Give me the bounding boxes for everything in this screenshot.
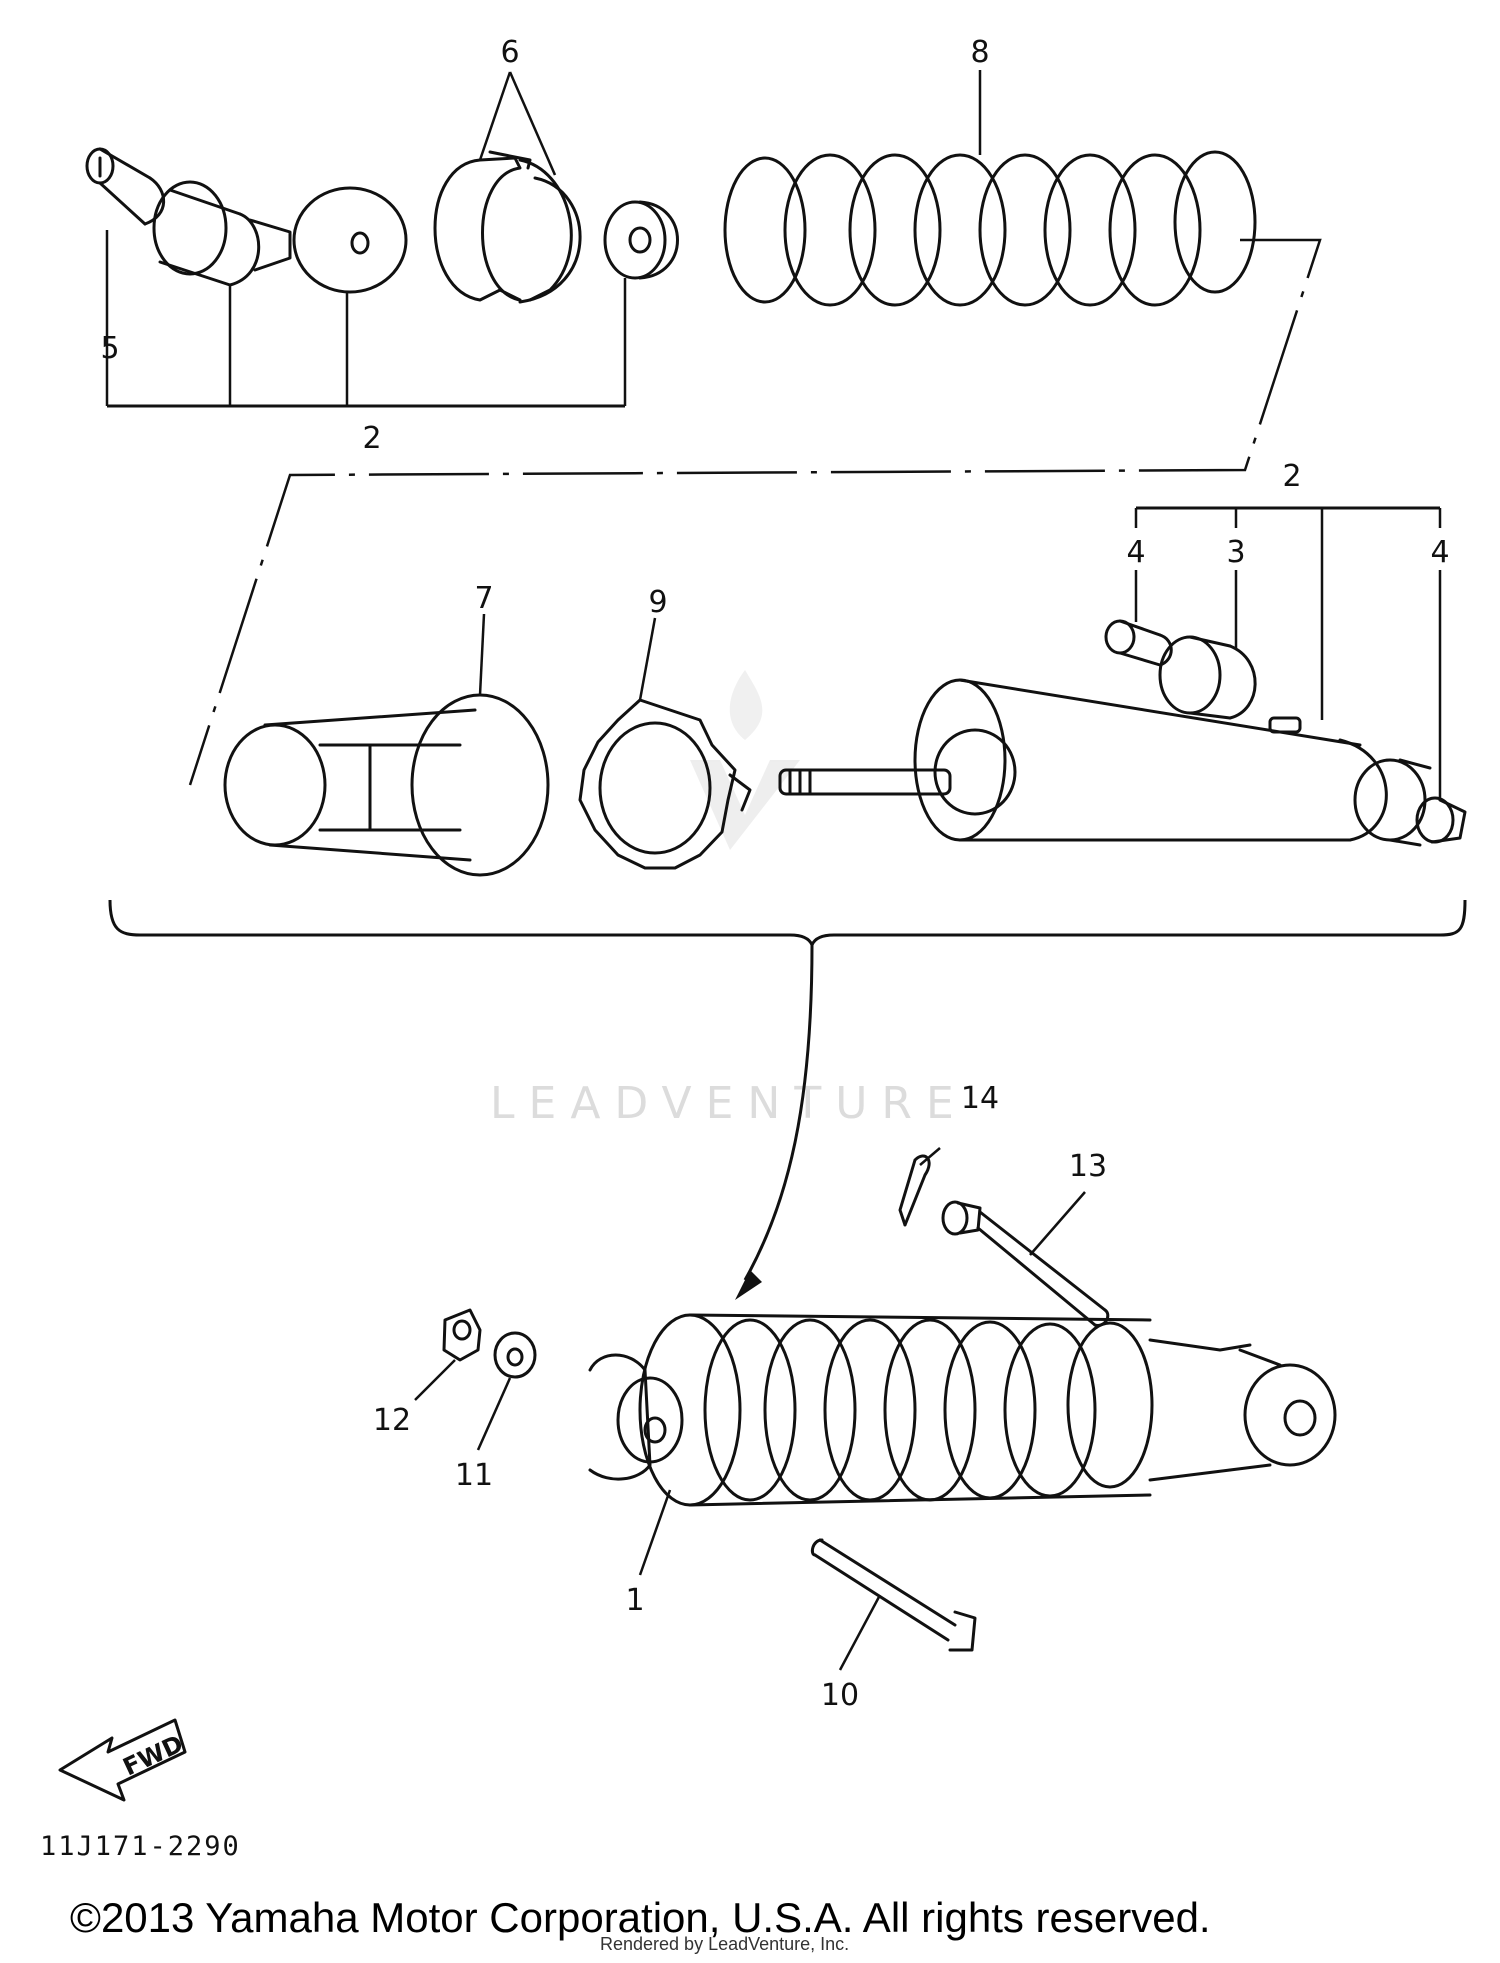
callout-10: 10 bbox=[821, 1678, 859, 1713]
leadventure-logo-icon bbox=[690, 670, 800, 850]
fwd-label: FWD bbox=[119, 1730, 188, 1782]
part-10-bolt bbox=[810, 1538, 977, 1652]
callout-14: 14 bbox=[961, 1081, 999, 1116]
diagram-code: 11J171-2290 bbox=[40, 1831, 241, 1862]
assembly-arrow bbox=[743, 944, 814, 1281]
callout-5: 5 bbox=[100, 331, 119, 366]
part-2-lower-eye bbox=[1353, 758, 1467, 847]
leaders-top bbox=[105, 70, 982, 408]
arrow-head-icon bbox=[735, 1270, 762, 1300]
part-11-washer bbox=[493, 1331, 537, 1379]
part-13-pin bbox=[941, 1200, 1110, 1327]
callout-13: 13 bbox=[1069, 1149, 1107, 1184]
part-5-collar bbox=[85, 147, 166, 226]
callout-8: 8 bbox=[970, 35, 989, 70]
part-8-coil-spring bbox=[723, 150, 1257, 307]
part-12-nut bbox=[442, 1308, 482, 1362]
callout-6: 6 bbox=[500, 35, 519, 70]
assembly-brace bbox=[108, 899, 1467, 950]
callout-3: 3 bbox=[1226, 535, 1245, 570]
callout-12: 12 bbox=[373, 1403, 411, 1438]
part-1-shock-absorber bbox=[588, 1313, 1337, 1507]
watermark-text: LEADVENTURE bbox=[490, 1078, 968, 1129]
callout-7: 7 bbox=[474, 581, 493, 616]
part-2-washer bbox=[292, 186, 408, 294]
part-7-adjuster bbox=[223, 693, 550, 877]
part-4-collar bbox=[1104, 619, 1173, 667]
part-14-cotter-pin bbox=[898, 1154, 931, 1227]
leaders-bottom bbox=[414, 1147, 1086, 1671]
callout-4-left: 4 bbox=[1126, 535, 1145, 570]
callout-9: 9 bbox=[648, 585, 667, 620]
part-2-shock-body bbox=[778, 678, 1388, 842]
watermark: LEADVENTURE bbox=[490, 670, 968, 1129]
fwd-arrow-icon: FWD bbox=[58, 1718, 188, 1802]
callout-4-right: 4 bbox=[1430, 535, 1449, 570]
part-9-locknut bbox=[578, 698, 752, 870]
callout-2-right: 2 bbox=[1282, 459, 1301, 494]
callout-2-top: 2 bbox=[362, 421, 381, 456]
callouts: 6 8 5 2 2 4 3 4 7 9 14 13 12 11 1 10 bbox=[100, 35, 1449, 1713]
part-2-rubber bbox=[603, 200, 679, 280]
assembly-dash-line bbox=[188, 238, 1322, 786]
callout-1: 1 bbox=[625, 1583, 644, 1618]
leaders-middle bbox=[478, 506, 1442, 800]
copyright-text: ©2013 Yamaha Motor Corporation, U.S.A. A… bbox=[70, 1894, 1211, 1941]
part-2-bushing bbox=[152, 180, 292, 287]
part-6-spring-seat bbox=[433, 150, 582, 304]
rendered-by-text: Rendered by LeadVenture, Inc. bbox=[600, 1934, 849, 1954]
part-3-bushing bbox=[1158, 635, 1257, 720]
callout-11: 11 bbox=[455, 1458, 493, 1493]
